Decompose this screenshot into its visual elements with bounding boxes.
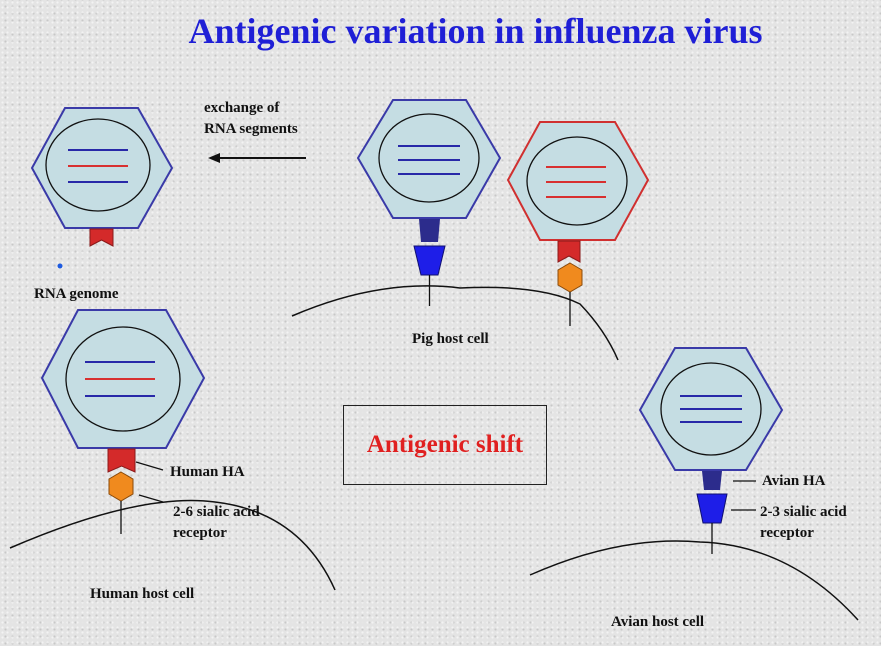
- virus-avian-in-pig: [358, 100, 500, 306]
- avian-ha-label: Avian HA: [762, 471, 825, 492]
- human-ha-label: Human HA: [170, 462, 245, 483]
- human-receptor-label-line1: 2-6 sialic acid: [173, 502, 260, 523]
- virus-human-in-pig: [508, 122, 648, 326]
- avian-cell-membrane: [530, 541, 858, 620]
- rna-genome-label: RNA genome: [34, 284, 119, 305]
- exchange-arrow: [208, 153, 306, 163]
- human-host-cell-label: Human host cell: [90, 584, 194, 605]
- virus-reassortant: [32, 108, 172, 246]
- avian-host-cell-label: Avian host cell: [611, 612, 704, 633]
- exchange-label-line2: RNA segments: [204, 119, 298, 140]
- avian-receptor-label-line2: receptor: [760, 523, 814, 544]
- pig-host-cell-label: Pig host cell: [412, 329, 489, 350]
- antigenic-shift-label: Antigenic shift: [367, 431, 523, 459]
- exchange-label-line1: exchange of: [204, 98, 279, 119]
- human-receptor-label-line2: receptor: [173, 523, 227, 544]
- avian-receptor-label-line1: 2-3 sialic acid: [760, 502, 847, 523]
- antigenic-shift-box: Antigenic shift: [343, 405, 547, 485]
- bullet-dot: [58, 264, 63, 269]
